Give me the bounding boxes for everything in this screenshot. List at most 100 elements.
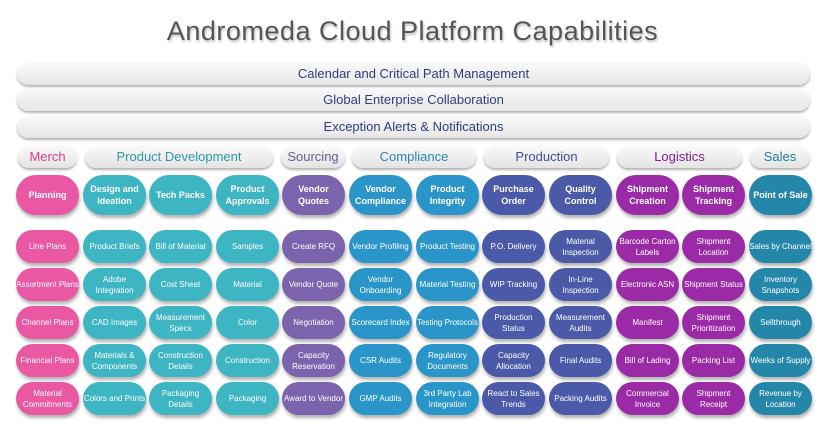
feature-label: Construction — [225, 356, 270, 365]
category-logistics: Logistics — [617, 146, 742, 168]
feature-product-briefs: Product Briefs — [83, 230, 146, 263]
feature-sales-by-channel: Sales by Channel — [749, 230, 812, 263]
category-production: Production — [484, 146, 609, 168]
feature-packing-audits: Packing Audits — [549, 382, 612, 415]
feature-label: Vendor Quote — [288, 280, 339, 289]
feature-regulatory-documents: Regulatory Documents — [416, 344, 479, 377]
category-compliance: Compliance — [352, 146, 476, 168]
feature-measurement-audits: Measurement Audits — [549, 306, 612, 339]
capability-quality-control: Quality Control — [549, 175, 612, 215]
feature-measurement-specs: Measurement Specs — [149, 306, 212, 339]
feature-label: Packaging Details — [161, 388, 200, 409]
capability-label: Shipment Tracking — [692, 184, 734, 206]
feature-label: Vendor Onboarding — [359, 274, 402, 295]
feature-react-to-sales-trends: React to Sales Trends — [482, 382, 545, 415]
capability-label: Shipment Creation — [626, 184, 668, 206]
feature-label: Samples — [231, 242, 264, 251]
banner-calendar: Calendar and Critical Path Management — [17, 62, 810, 85]
feature-label: Colors and Prints — [83, 394, 146, 403]
feature-label: Material — [233, 280, 262, 289]
feature-label: Material Inspection — [562, 236, 599, 257]
feature-construction-details: Construction Details — [149, 344, 212, 377]
feature-label: Channel Plans — [21, 318, 74, 327]
feature-label: Shipment Receipt — [696, 388, 731, 409]
feature-samples: Samples — [216, 230, 279, 263]
capability-label: Vendor Quotes — [297, 184, 329, 206]
capability-purchase-order: Purchase Order — [482, 175, 545, 215]
feature-manifest: Manifest — [616, 306, 679, 339]
capability-product-approvals: Product Approvals — [216, 175, 279, 215]
feature-label: P.O. Delivery — [490, 242, 537, 251]
feature-shipment-location: Shipment Location — [682, 230, 745, 263]
feature-adobe-integration: Adobe Integration — [83, 268, 146, 301]
feature-bill-of-lading: Bill of Lading — [616, 344, 679, 377]
capability-label: Product Integrity — [429, 184, 466, 206]
feature-award-to-vendor: Award to Vendor — [282, 382, 345, 415]
feature-label: Capacity Allocation — [496, 350, 531, 371]
feature-production-status: Production Status — [482, 306, 545, 339]
feature-label: Product Briefs — [89, 242, 140, 251]
feature-label: React to Sales Trends — [487, 388, 540, 409]
category-sales: Sales — [750, 146, 810, 168]
feature-3rd-party-lab-integration: 3rd Party Lab Integration — [416, 382, 479, 415]
feature-csr-audits: CSR Audits — [349, 344, 412, 377]
feature-weeks-of-supply: Weeks of Supply — [749, 344, 812, 377]
feature-label: Regulatory Documents — [427, 350, 468, 371]
feature-label: Award to Vendor — [283, 394, 343, 403]
capability-product-integrity: Product Integrity — [416, 175, 479, 215]
feature-capacity-reservation: Capacity Reservation — [282, 344, 345, 377]
feature-packaging: Packaging — [216, 382, 279, 415]
feature-label: Inventory Snapshots — [761, 274, 800, 295]
feature-inventory-snapshots: Inventory Snapshots — [749, 268, 812, 301]
feature-testing-protocols: Testing Protocols — [416, 306, 479, 339]
capability-label: Point of Sale — [753, 190, 808, 200]
feature-label: WIP Tracking — [489, 280, 538, 289]
feature-label: Assortment Plans — [16, 280, 79, 289]
feature-label: Adobe Integration — [95, 274, 134, 295]
feature-label: Manifest — [632, 318, 663, 327]
feature-label: Measurement Specs — [156, 312, 205, 333]
capability-label: Vendor Compliance — [354, 184, 406, 206]
feature-construction: Construction — [216, 344, 279, 377]
feature-label: Vendor Profiling — [352, 242, 409, 251]
feature-label: Product Testing — [420, 242, 475, 251]
capability-vendor-quotes: Vendor Quotes — [282, 175, 345, 215]
feature-cost-sheet: Cost Sheet — [149, 268, 212, 301]
feature-label: Packing List — [691, 356, 736, 365]
capability-vendor-compliance: Vendor Compliance — [349, 175, 412, 215]
feature-label: CAD Images — [91, 318, 138, 327]
feature-label: Revenue by Location — [759, 388, 802, 409]
feature-label: Shipment Location — [696, 236, 731, 257]
feature-vendor-onboarding: Vendor Onboarding — [349, 268, 412, 301]
feature-label: Bill of Material — [155, 242, 206, 251]
feature-p-o-delivery: P.O. Delivery — [482, 230, 545, 263]
feature-label: Testing Protocols — [417, 318, 478, 327]
category-merch: Merch — [18, 146, 77, 168]
feature-financial-plans: Financial Plans — [16, 344, 79, 377]
capability-design-and-ideation: Design and Ideation — [83, 175, 146, 215]
feature-label: Packing Audits — [554, 394, 607, 403]
feature-label: Shipment Prioritization — [691, 312, 736, 333]
capability-tech-packs: Tech Packs — [149, 175, 212, 215]
feature-label: GMP Audits — [359, 394, 402, 403]
feature-label: Construction Details — [158, 350, 203, 371]
capability-planning: Planning — [16, 175, 79, 215]
feature-revenue-by-location: Revenue by Location — [749, 382, 812, 415]
category-product-development: Product Development — [85, 146, 273, 168]
feature-assortment-plans: Assortment Plans — [16, 268, 79, 301]
feature-label: Barcode Carton Labels — [619, 236, 676, 257]
feature-material: Material — [216, 268, 279, 301]
feature-color: Color — [216, 306, 279, 339]
feature-shipment-status: Shipment Status — [682, 268, 745, 301]
feature-material-commitments: Material Commitments — [16, 382, 79, 415]
feature-barcode-carton-labels: Barcode Carton Labels — [616, 230, 679, 263]
feature-materials-components: Materials & Components — [83, 344, 146, 377]
feature-label: Final Audits — [559, 356, 602, 365]
feature-final-audits: Final Audits — [549, 344, 612, 377]
feature-create-rfq: Create RFQ — [282, 230, 345, 263]
capability-label: Planning — [28, 190, 67, 200]
feature-label: Line Plans — [28, 242, 67, 251]
capability-label: Design and Ideation — [90, 184, 139, 206]
feature-label: Weeks of Supply — [750, 356, 811, 365]
